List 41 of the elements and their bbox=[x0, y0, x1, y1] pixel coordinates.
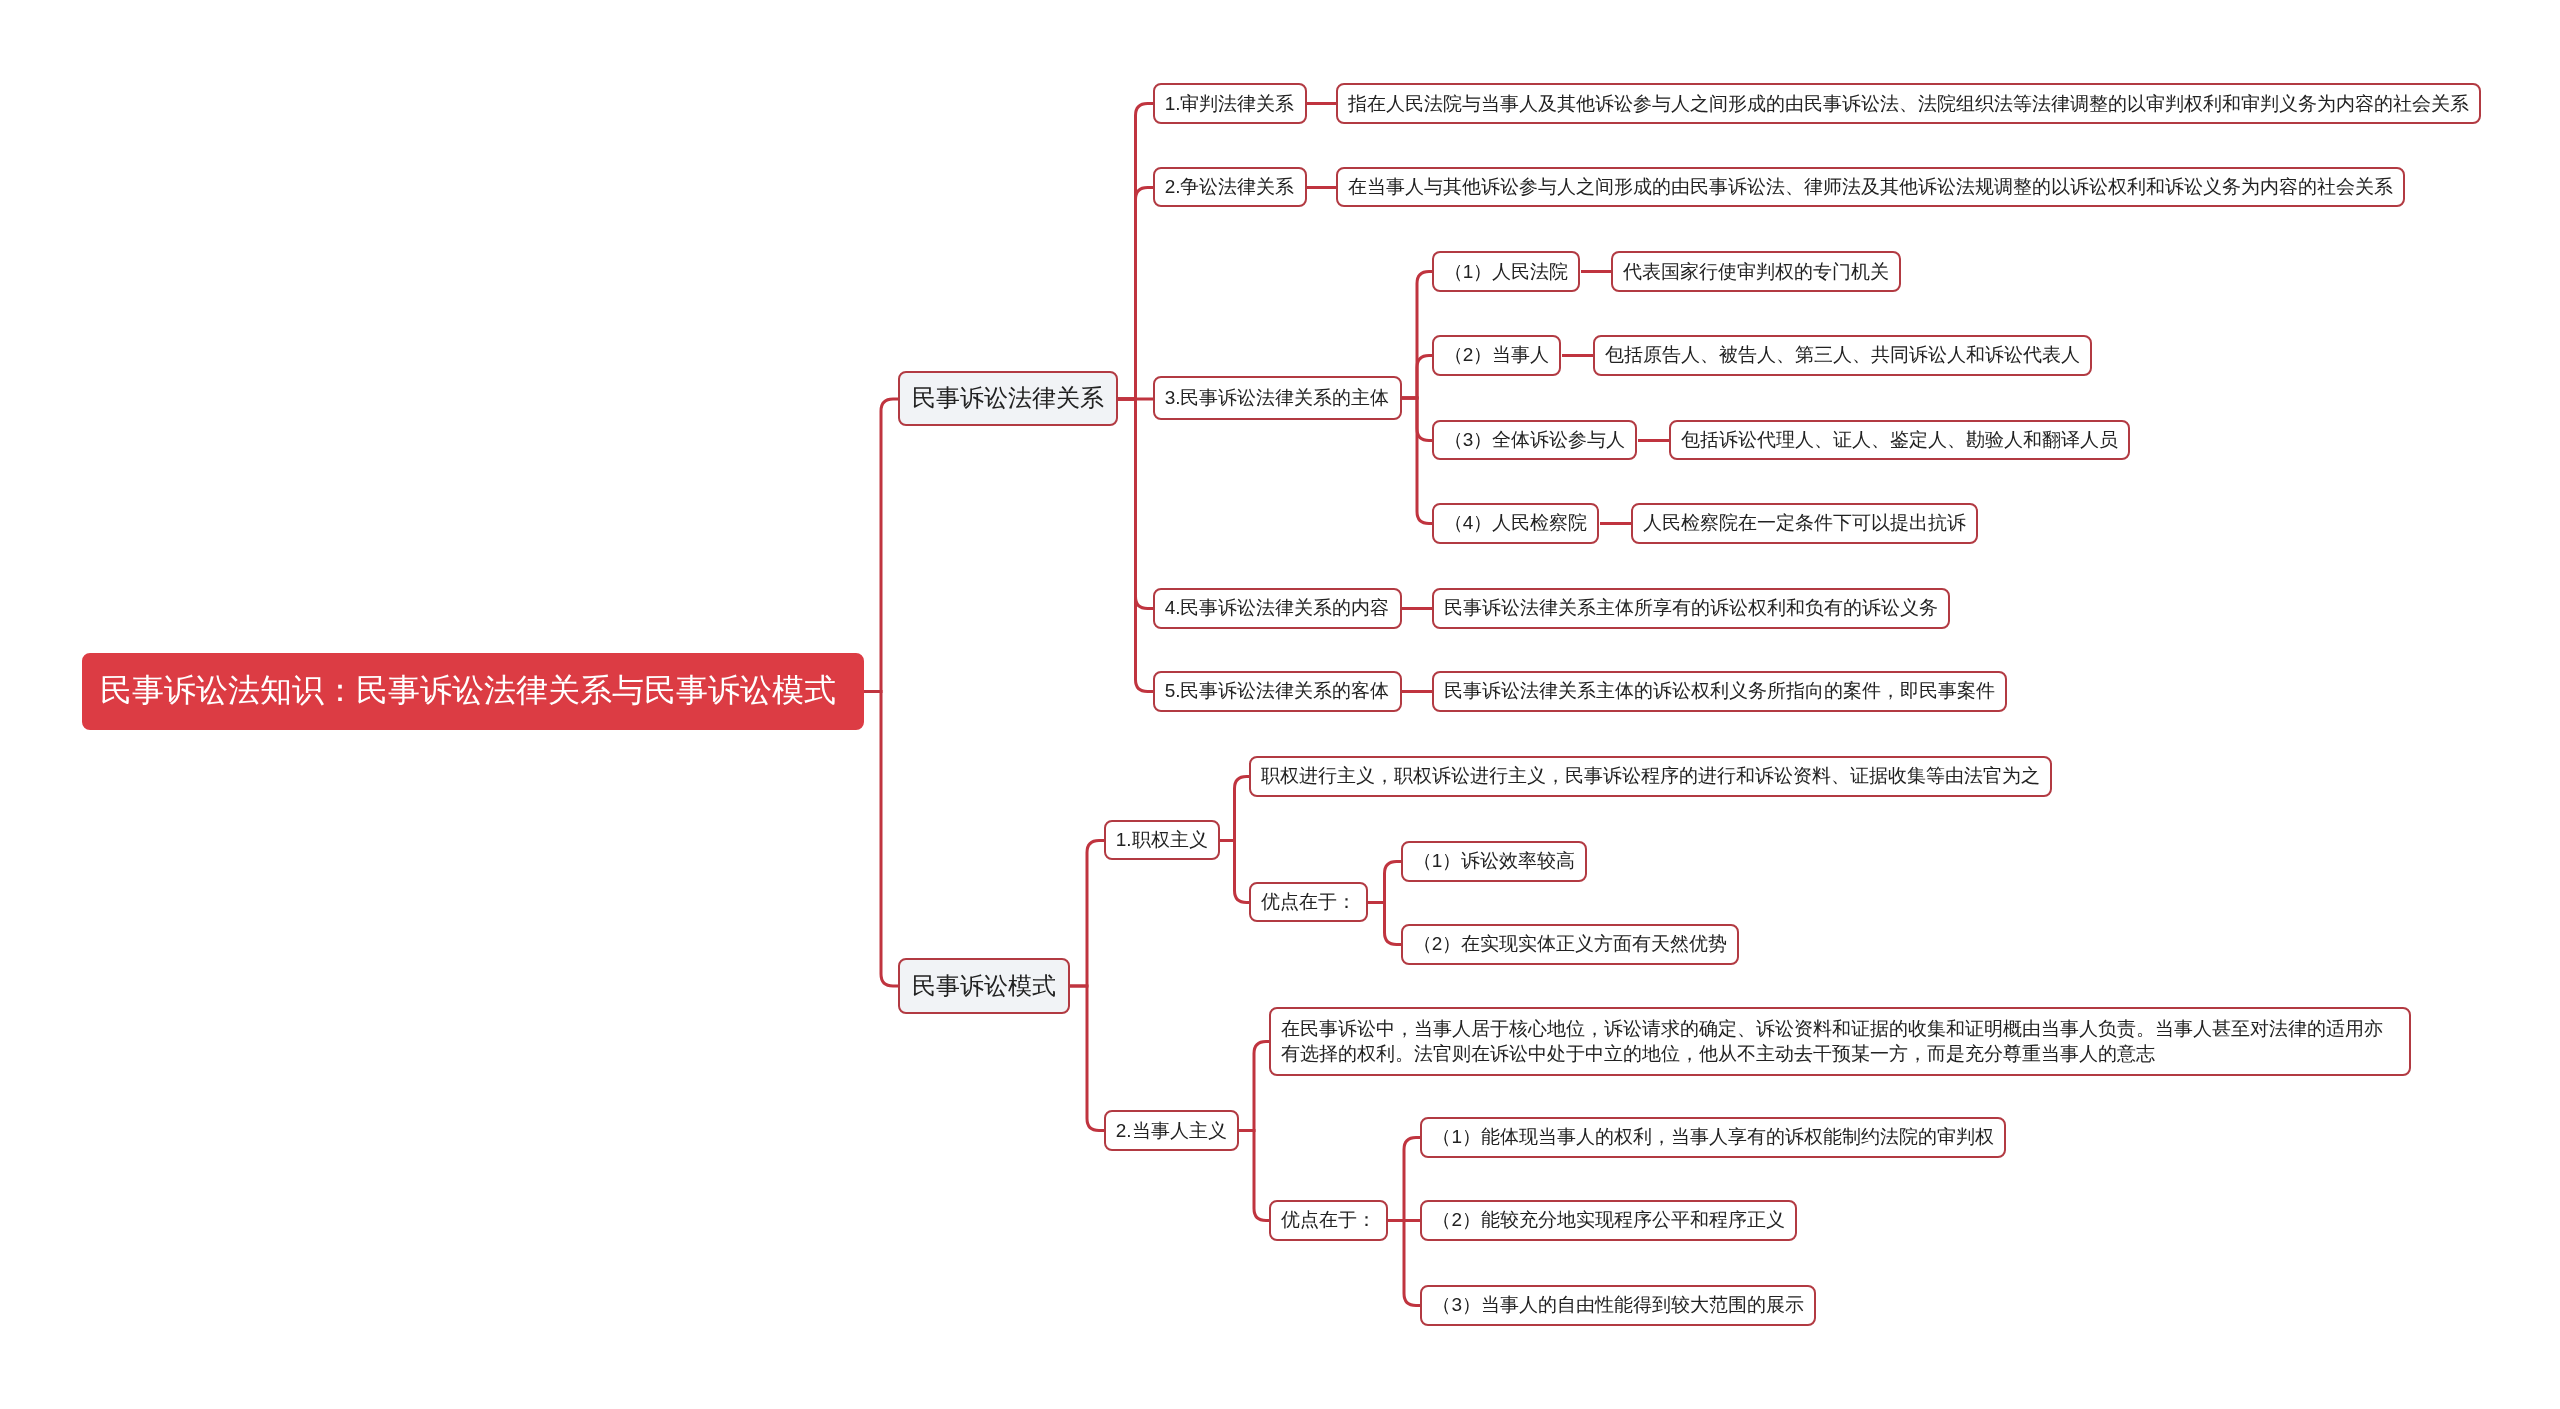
connector-line bbox=[1638, 439, 1669, 442]
connector-line bbox=[1562, 354, 1593, 357]
topic-box: （3）当事人的自由性能得到较大范围的展示 bbox=[1420, 1284, 1816, 1326]
topic-box: 民事诉讼法律关系 bbox=[897, 370, 1119, 427]
connector-line bbox=[1307, 102, 1336, 105]
connector-line bbox=[1600, 522, 1631, 525]
topic-box: 4.民事诉讼法律关系的内容 bbox=[1152, 587, 1402, 629]
topic-box: 在民事诉讼中，当事人居于核心地位，诉讼请求的确定、诉讼资料和证据的收集和证明概由当事人负责。当事人甚至对法律的适用亦有选择的权利。法官则在诉讼中处于中立的地位，他从不主动去干预某一方，而是充分尊重当事人的意志 bbox=[1268, 1007, 2412, 1076]
connector-line bbox=[1220, 839, 1249, 904]
topic-box: 3.民事诉讼法律关系的主体 bbox=[1152, 375, 1402, 420]
topic-box: 职权进行主义，职权诉讼进行主义，民事诉讼程序的进行和诉讼资料、证据收集等由法官为之 bbox=[1248, 755, 2052, 797]
topic-box: 民事诉讼模式 bbox=[897, 958, 1070, 1014]
topic-box: 2.争讼法律关系 bbox=[1152, 166, 1307, 208]
topic-box: 人民检察院在一定条件下可以提出抗诉 bbox=[1631, 502, 1978, 544]
topic-box: 优点在于： bbox=[1248, 881, 1368, 923]
topic-box: （2）在实现实体正义方面有天然优势 bbox=[1400, 924, 1740, 965]
connector-line bbox=[1402, 690, 1432, 693]
topic-box: （2）当事人 bbox=[1431, 334, 1562, 376]
topic-box: 民事诉讼法律关系主体所享有的诉讼权利和负有的诉讼义务 bbox=[1431, 587, 1950, 629]
connector-line bbox=[1581, 270, 1611, 273]
topic-box: 民事诉讼法律关系主体的诉讼权利义务所指向的案件，即民事案件 bbox=[1431, 671, 2007, 712]
topic-box: 2.当事人主义 bbox=[1103, 1110, 1239, 1151]
topic-box: （4）人民检察院 bbox=[1431, 502, 1600, 544]
topic-box: 1.审判法律关系 bbox=[1152, 83, 1307, 125]
topic-box: （1）能体现当事人的权利，当事人享有的诉权能制约法院的审判权 bbox=[1420, 1116, 2006, 1158]
topic-box: 5.民事诉讼法律关系的客体 bbox=[1152, 671, 1402, 712]
topic-box: （1）诉讼效率较高 bbox=[1400, 840, 1588, 882]
connector-line bbox=[1307, 186, 1336, 189]
topic-box: 代表国家行使审判权的专门机关 bbox=[1611, 251, 1902, 293]
topic-box: 包括原告人、被告人、第三人、共同诉讼人和诉讼代表人 bbox=[1593, 334, 2093, 376]
topic-box: 指在人民法院与当事人及其他诉讼参与人之间形成的由民事诉讼法、法院组织法等法律调整的以审判权利和审判义务为内容的社会关系 bbox=[1335, 83, 2481, 125]
topic-box: 优点在于： bbox=[1268, 1200, 1388, 1241]
topic-box: 在当事人与其他诉讼参与人之间形成的由民事诉讼法、律师法及其他诉讼法规调整的以诉讼权利和诉讼义务为内容的社会关系 bbox=[1335, 166, 2405, 208]
topic-box: 包括诉讼代理人、证人、鉴定人、勘验人和翻译人员 bbox=[1668, 419, 2130, 461]
connector-line bbox=[864, 690, 898, 988]
connector-line bbox=[1402, 607, 1432, 610]
topic-box: （2）能较充分地实现程序公平和程序正义 bbox=[1420, 1200, 1797, 1241]
topic-box: （3）全体诉讼参与人 bbox=[1431, 419, 1638, 461]
topic-box: 1.职权主义 bbox=[1103, 819, 1220, 861]
topic-box: （1）人民法院 bbox=[1431, 251, 1581, 293]
central-topic-box: 民事诉讼法知识：民事诉讼法律关系与民事诉讼模式 bbox=[81, 653, 864, 730]
